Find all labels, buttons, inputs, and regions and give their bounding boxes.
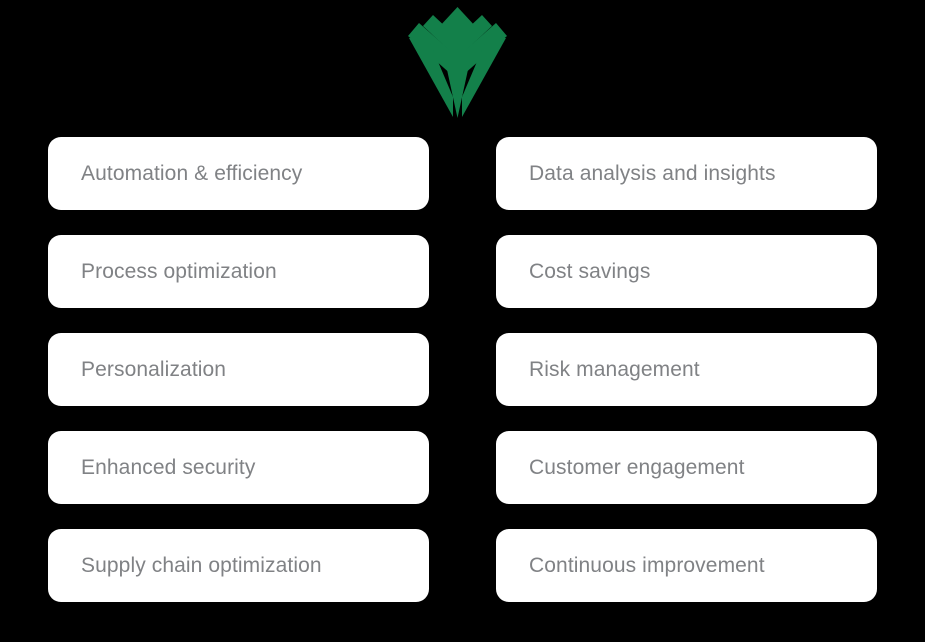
feature-card-label: Supply chain optimization	[81, 553, 322, 577]
feature-card-label: Personalization	[81, 357, 227, 381]
feature-card-label: Continuous improvement	[529, 553, 765, 577]
feature-card-automation-efficiency[interactable]: Automation & efficiency	[48, 137, 429, 210]
feature-card-label: Automation & efficiency	[81, 161, 303, 185]
feature-card-label: Cost savings	[529, 259, 651, 283]
brand-logo	[406, 5, 509, 119]
feature-card-enhanced-security[interactable]: Enhanced security	[48, 431, 429, 504]
feature-card-customer-engagement[interactable]: Customer engagement	[496, 431, 877, 504]
feature-card-data-analysis-and-insights[interactable]: Data analysis and insights	[496, 137, 877, 210]
feature-card-cost-savings[interactable]: Cost savings	[496, 235, 877, 308]
feature-card-supply-chain-optimization[interactable]: Supply chain optimization	[48, 529, 429, 602]
feature-card-label: Data analysis and insights	[529, 161, 776, 185]
feature-card-grid: Automation & efficiency Data analysis an…	[48, 137, 878, 602]
feature-card-risk-management[interactable]: Risk management	[496, 333, 877, 406]
feature-card-label: Risk management	[529, 357, 700, 381]
sheaf-chevron-diamond-icon	[408, 7, 507, 118]
feature-card-personalization[interactable]: Personalization	[48, 333, 429, 406]
feature-card-continuous-improvement[interactable]: Continuous improvement	[496, 529, 877, 602]
feature-card-label: Process optimization	[81, 259, 277, 283]
feature-card-label: Enhanced security	[81, 455, 256, 479]
feature-card-label: Customer engagement	[529, 455, 745, 479]
feature-card-process-optimization[interactable]: Process optimization	[48, 235, 429, 308]
